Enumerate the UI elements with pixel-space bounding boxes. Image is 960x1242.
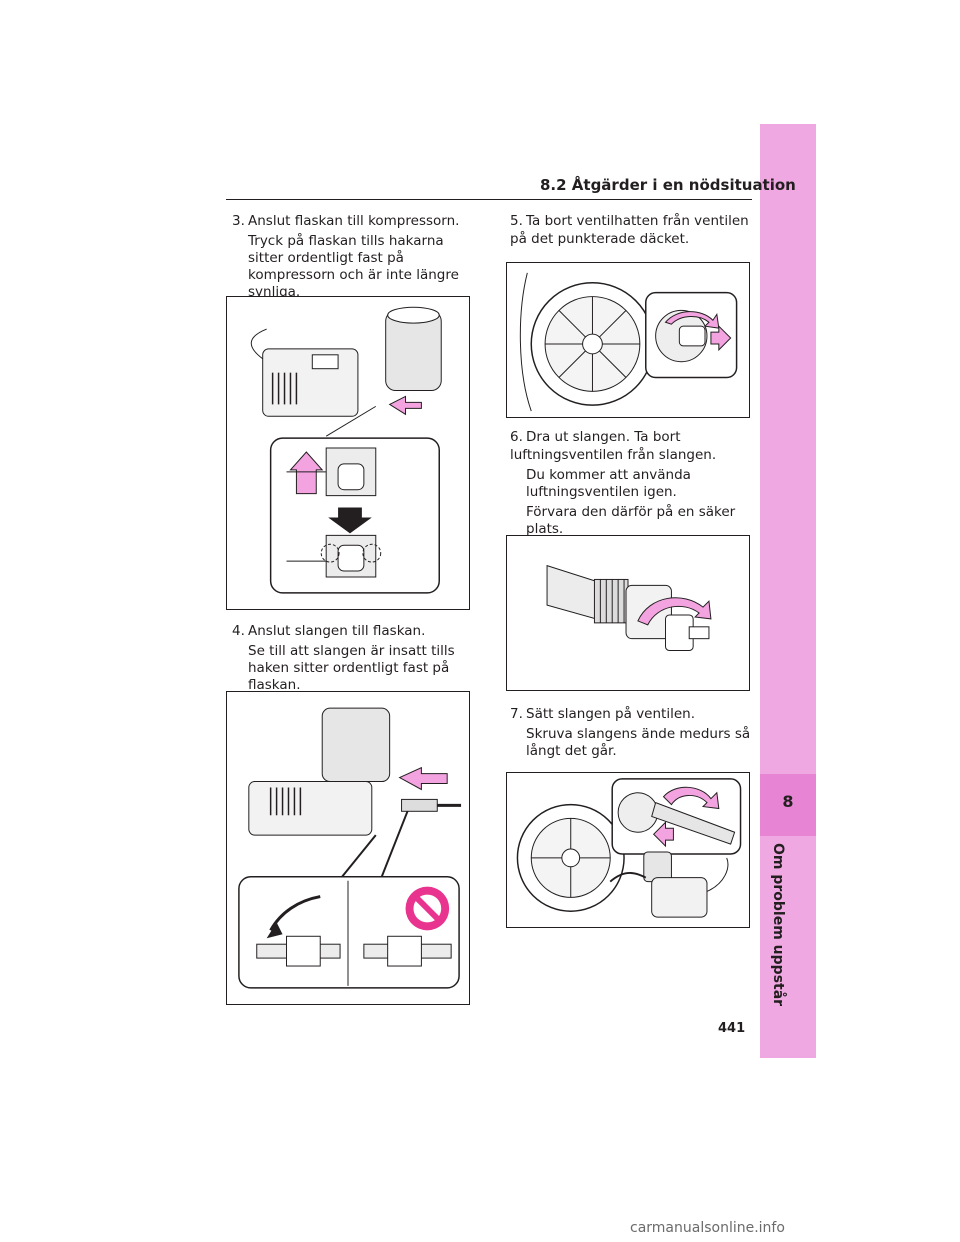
- step-note: Du kommer att använda luftningsventilen …: [526, 467, 691, 500]
- step-title: Ta bort ventilhatten från ventilen på de…: [510, 213, 749, 247]
- figure-valve-cap: [506, 262, 750, 418]
- step-number: 3.: [232, 213, 245, 229]
- step-5: 5.Ta bort ventilhatten från ventilen på …: [510, 212, 756, 248]
- compressor-bottle-illustration: [250, 306, 442, 594]
- step-note: Tryck på flaskan tills hakarna sitter or…: [248, 233, 459, 300]
- step-number: 6.: [510, 429, 523, 445]
- watermark: carmanualsonline.info: [630, 1220, 785, 1236]
- step-note: Se till att slangen är insatt tills hake…: [248, 643, 455, 693]
- page-number: 441: [718, 1021, 746, 1036]
- chapter-number: 8: [782, 792, 794, 811]
- step-note: Förvara den därför på en säker plats.: [526, 504, 736, 537]
- chapter-tab-highlight: [760, 774, 816, 836]
- step-7: 7.Sätt slangen på ventilen. Skruva slang…: [510, 705, 756, 760]
- chapter-label: Om problem uppstår: [770, 843, 786, 1007]
- step-title: Dra ut slangen. Ta bort luftningsventile…: [510, 429, 717, 463]
- step-4: 4.Anslut slangen till flaskan. Se till a…: [232, 622, 472, 694]
- valve-cap-illustration: [519, 272, 738, 412]
- step-title: Anslut slangen till flaskan.: [248, 623, 426, 639]
- step-number: 7.: [510, 706, 523, 722]
- hose-bottle-illustration: [238, 707, 462, 989]
- air-valve-illustration: [546, 564, 712, 652]
- figure-bottle-compressor: [226, 296, 470, 610]
- section-title: 8.2 Åtgärder i en nödsituation: [540, 176, 796, 194]
- figure-air-valve: [506, 535, 750, 691]
- header-divider: [226, 199, 752, 200]
- figure-hose-on-valve: [506, 772, 750, 928]
- figure-hose-bottle: [226, 691, 470, 1005]
- step-6: 6.Dra ut slangen. Ta bort luftningsventi…: [510, 428, 756, 538]
- chapter-tab-lower: [760, 836, 816, 1058]
- hose-on-valve-illustration: [516, 778, 742, 918]
- chapter-tab: [760, 124, 816, 774]
- step-3: 3.Anslut flaskan till kompressorn. Tryck…: [232, 212, 472, 301]
- step-note: Skruva slangens ände medurs så långt det…: [526, 726, 751, 759]
- step-number: 5.: [510, 213, 523, 229]
- step-title: Anslut flaskan till kompressorn.: [248, 213, 460, 229]
- step-number: 4.: [232, 623, 245, 639]
- step-title: Sätt slangen på ventilen.: [526, 706, 695, 722]
